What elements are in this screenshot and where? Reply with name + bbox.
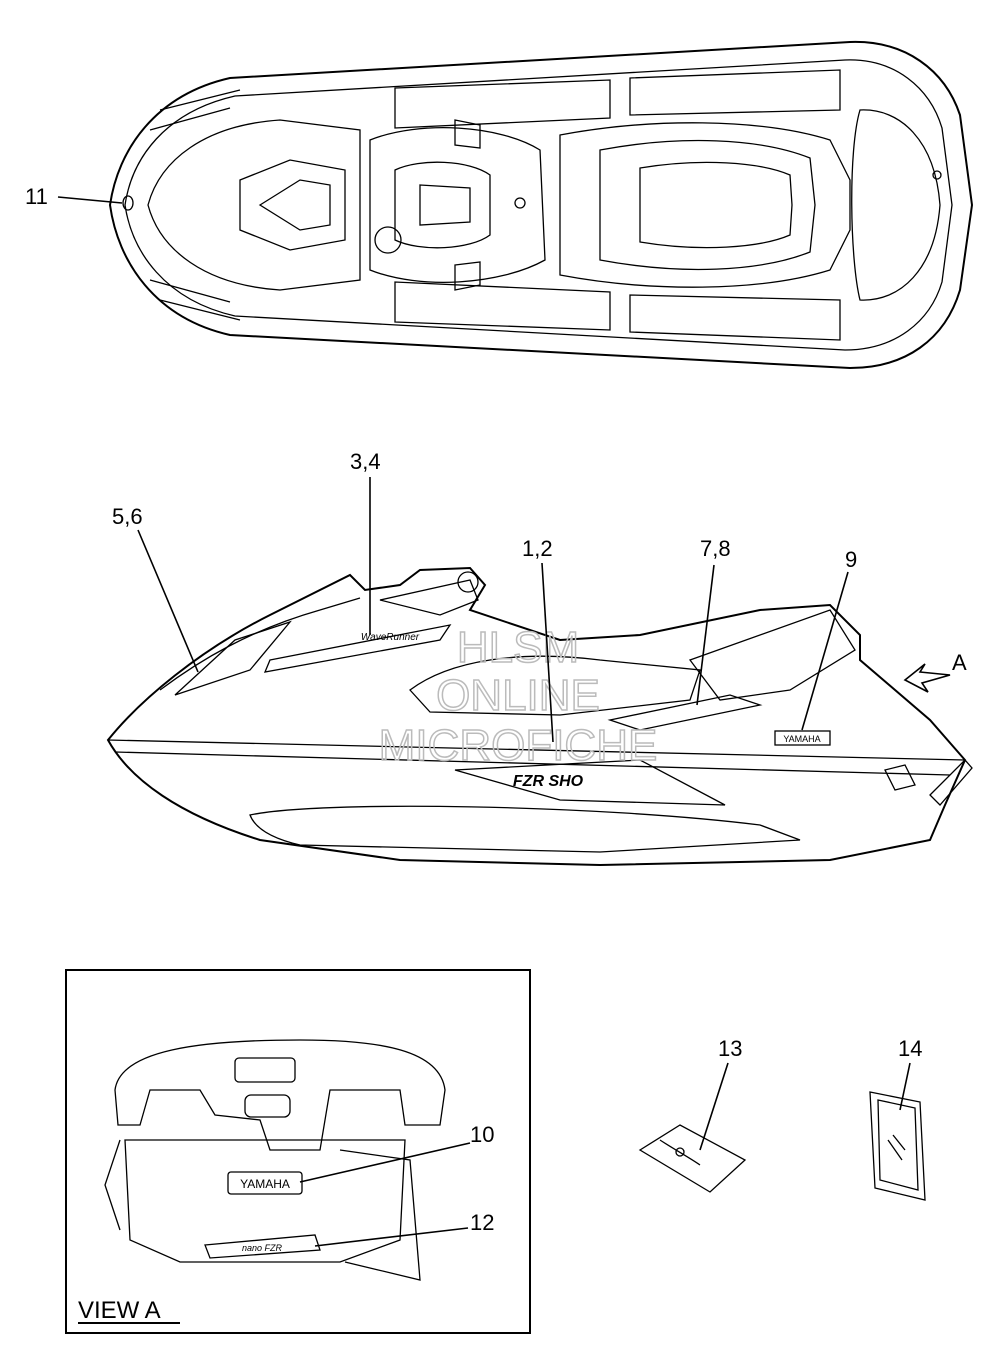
- callout-1-2: 1,2: [522, 536, 553, 561]
- yamaha-decal-side: YAMAHA: [783, 734, 820, 744]
- part-14-manual-pouch: [869, 1091, 926, 1201]
- callout-a: A: [952, 650, 967, 675]
- callout-14: 14: [898, 1036, 922, 1061]
- callout-10: 10: [470, 1122, 494, 1147]
- view-a-frame: [65, 969, 531, 1334]
- waverunner-decal: WaveRunner: [361, 632, 420, 643]
- callout-7-8: 7,8: [700, 536, 731, 561]
- callout-13: 13: [718, 1036, 742, 1061]
- watermark-line-3: MICROFICHE: [379, 721, 658, 770]
- view-a-label: VIEW A: [78, 1297, 161, 1324]
- yamaha-decal-stern: YAMAHA: [240, 1177, 290, 1191]
- stern-view-watercraft: [104, 1039, 446, 1281]
- watermark-line-1: HLSM: [457, 623, 579, 672]
- part-13-decal-pack: [638, 1124, 747, 1193]
- callout-11: 11: [25, 184, 48, 209]
- callout-5-6: 5,6: [112, 504, 143, 529]
- top-view-watercraft: [108, 40, 974, 370]
- watermark-line-2: ONLINE: [436, 671, 600, 720]
- watermark: HLSM ONLINE MICROFICHE: [378, 622, 658, 771]
- callout-9: 9: [845, 547, 857, 572]
- hull-badge-decal: FZR SHO: [513, 773, 584, 790]
- stern-text-decal: nano FZR: [242, 1243, 283, 1253]
- callout-3-4: 3,4: [350, 449, 381, 474]
- side-view-watercraft: [106, 566, 973, 867]
- callout-12: 12: [470, 1210, 494, 1235]
- leader-lines: [57, 196, 951, 1247]
